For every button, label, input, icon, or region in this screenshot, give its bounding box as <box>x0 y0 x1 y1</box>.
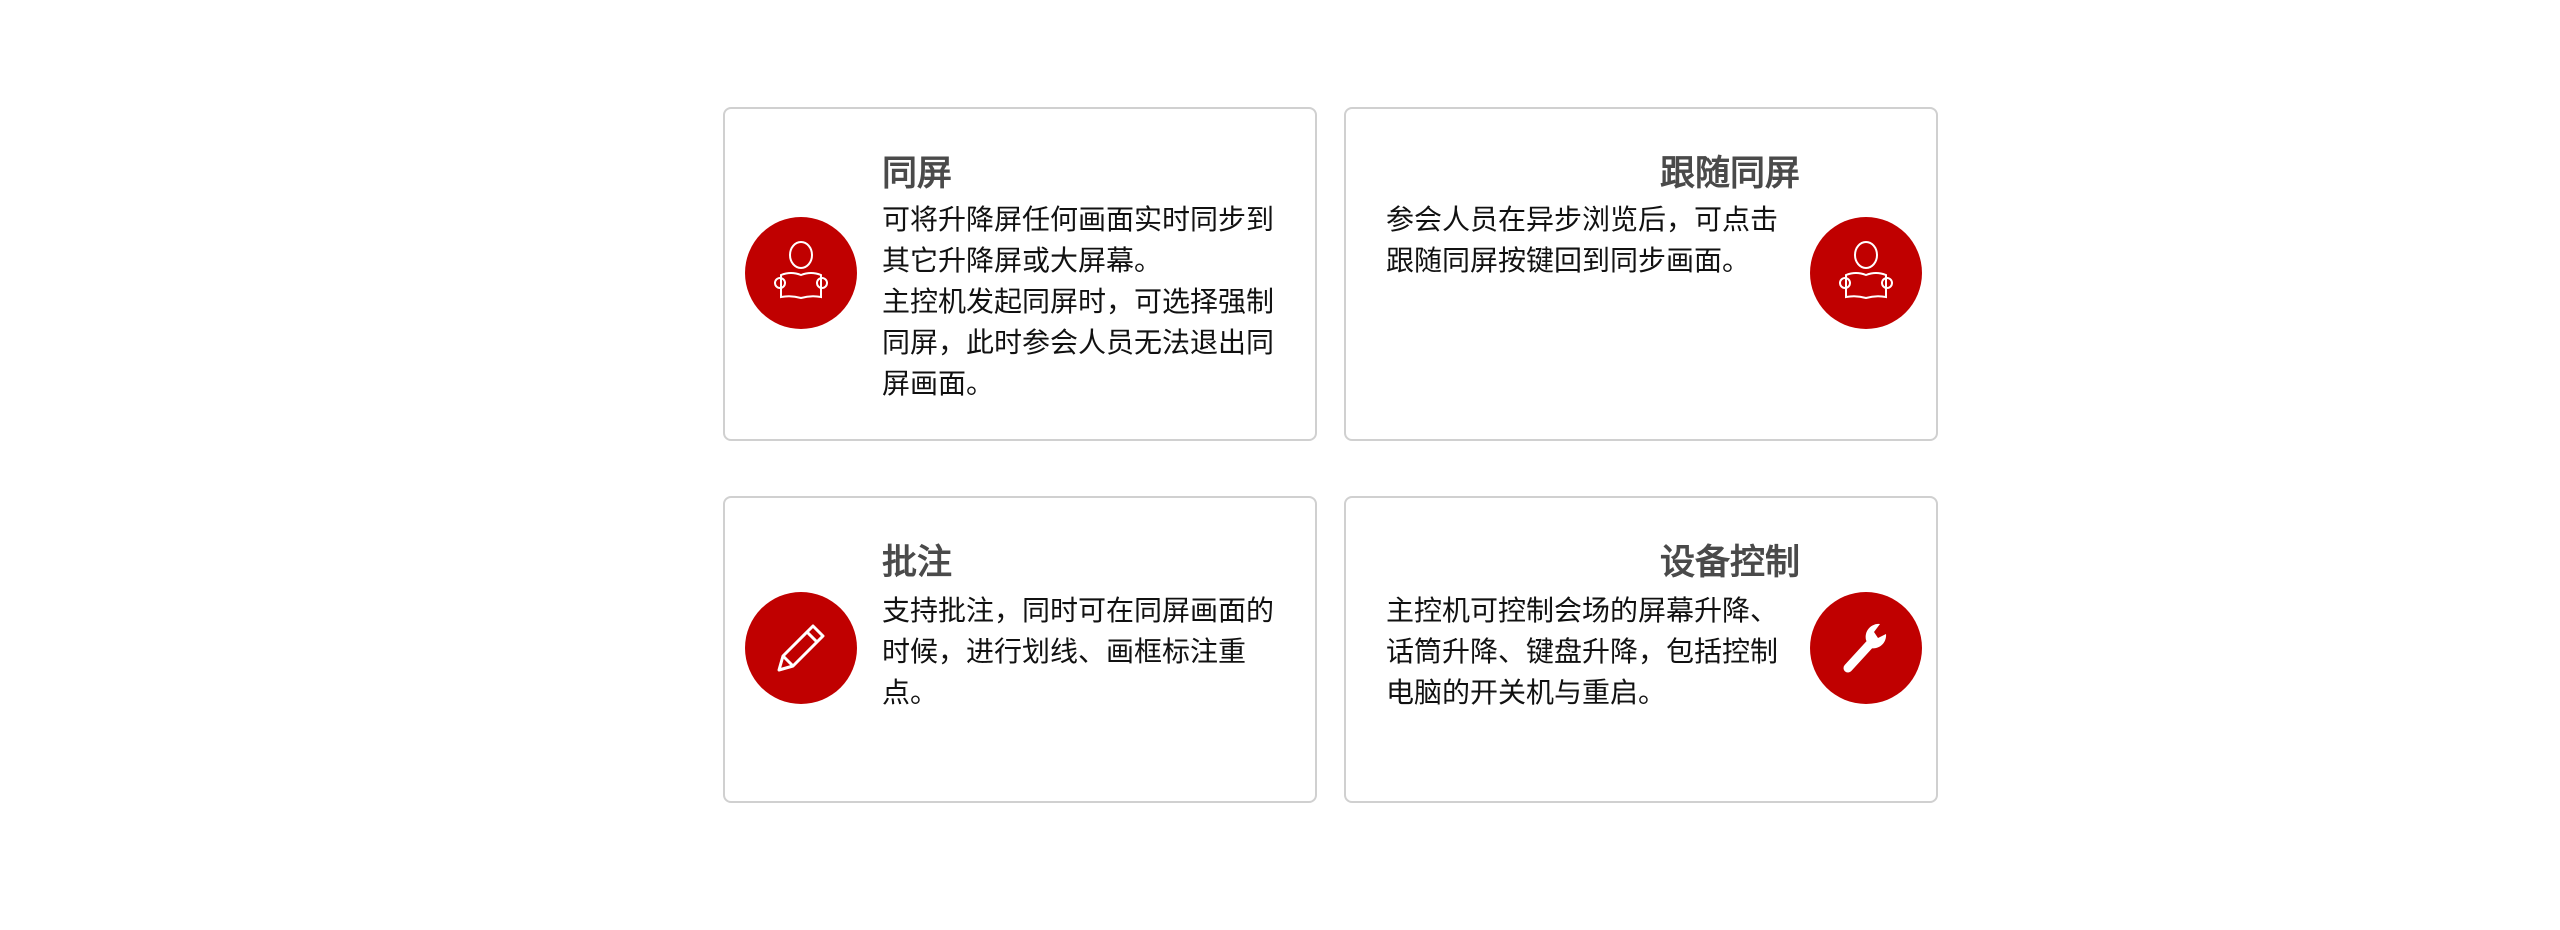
wrench-icon <box>1843 623 1887 673</box>
feature-title: 同屏 <box>882 154 953 194</box>
description-line: 支持批注，同时可在同屏画面的时候，进行划线、画框标注重点。 <box>882 594 1275 709</box>
feature-card-screen-sync: 同屏 可将升降屏任何画面实时同步到其它升降屏或大屏幕。 主控机发起同屏时，可选择… <box>723 107 1317 441</box>
feature-description: 可将升降屏任何画面实时同步到其它升降屏或大屏幕。 主控机发起同屏时，可选择强制同… <box>882 199 1297 404</box>
description-line: 主控机发起同屏时，可选择强制同屏，此时参会人员无法退出同屏画面。 <box>882 285 1275 400</box>
feature-icon-circle <box>1810 217 1922 329</box>
feature-description: 参会人员在异步浏览后，可点击跟随同屏按键回到同步画面。 <box>1386 199 1801 281</box>
description-line: 主控机可控制会场的屏幕升降、话筒升降、键盘升降，包括控制电脑的开关机与重启。 <box>1386 594 1779 709</box>
reader-icon <box>774 241 828 300</box>
feature-icon-circle <box>1810 592 1922 704</box>
reader-icon <box>1839 241 1893 300</box>
feature-card-device-control: 设备控制 主控机可控制会场的屏幕升降、话筒升降、键盘升降，包括控制电脑的开关机与… <box>1344 496 1938 803</box>
feature-title: 批注 <box>882 543 953 583</box>
feature-title: 设备控制 <box>1659 543 1800 583</box>
feature-description: 支持批注，同时可在同屏画面的时候，进行划线、画框标注重点。 <box>882 590 1297 713</box>
description-line: 可将升降屏任何画面实时同步到其它升降屏或大屏幕。 <box>882 203 1275 277</box>
feature-icon-circle <box>745 217 857 329</box>
feature-description: 主控机可控制会场的屏幕升降、话筒升降、键盘升降，包括控制电脑的开关机与重启。 <box>1386 590 1801 713</box>
feature-card-follow-sync: 跟随同屏 参会人员在异步浏览后，可点击跟随同屏按键回到同步画面。 <box>1344 107 1938 441</box>
feature-icon-circle <box>745 592 857 704</box>
pencil-icon <box>777 624 825 672</box>
feature-title: 跟随同屏 <box>1659 154 1800 194</box>
description-line: 参会人员在异步浏览后，可点击跟随同屏按键回到同步画面。 <box>1386 203 1779 277</box>
feature-card-annotation: 批注 支持批注，同时可在同屏画面的时候，进行划线、画框标注重点。 <box>723 496 1317 803</box>
